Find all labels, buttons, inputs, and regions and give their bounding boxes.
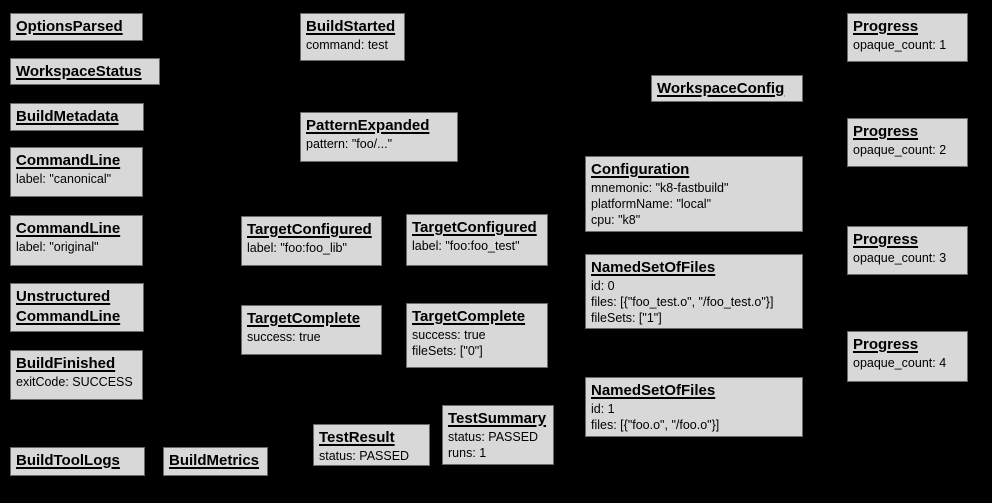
box-title: PatternExpanded xyxy=(306,117,430,134)
event-box-workspace-config: WorkspaceConfig xyxy=(651,75,803,102)
box-title: Progress xyxy=(853,123,919,140)
box-field: label: "original" xyxy=(16,240,99,254)
box-title: BuildMetrics xyxy=(169,452,260,469)
event-box-target-configured-foo-lib: TargetConfigured label: "foo:foo_lib" xyxy=(241,216,382,266)
event-box-progress-1: Progress opaque_count: 1 xyxy=(847,13,968,62)
event-box-workspace-status: WorkspaceStatus xyxy=(10,58,160,85)
box-field: fileSets: ["1"] xyxy=(591,311,662,325)
event-box-build-metrics: BuildMetrics xyxy=(163,447,268,476)
box-title: WorkspaceConfig xyxy=(657,80,785,97)
box-title: BuildToolLogs xyxy=(16,452,120,469)
event-box-options-parsed: OptionsParsed xyxy=(10,13,143,41)
box-field: label: "canonical" xyxy=(16,172,112,186)
box-field: cpu: "k8" xyxy=(591,213,641,227)
box-field: opaque_count: 1 xyxy=(853,38,947,52)
event-box-build-metadata: BuildMetadata xyxy=(10,103,144,131)
box-title: TargetConfigured xyxy=(412,219,537,236)
event-box-progress-2: Progress opaque_count: 2 xyxy=(847,118,968,167)
box-field: command: test xyxy=(306,38,388,52)
box-title: Progress xyxy=(853,336,919,353)
event-box-build-started: BuildStarted command: test xyxy=(300,13,405,61)
box-field: platformName: "local" xyxy=(591,197,712,211)
box-field: id: 1 xyxy=(591,402,615,416)
box-title: TargetComplete xyxy=(412,308,526,325)
box-field: files: [{"foo.o", "/foo.o"}] xyxy=(591,418,720,432)
event-box-progress-3: Progress opaque_count: 3 xyxy=(847,226,968,275)
box-title: TargetComplete xyxy=(247,310,361,327)
event-box-target-configured-foo-test: TargetConfigured label: "foo:foo_test" xyxy=(406,214,548,266)
box-field: opaque_count: 4 xyxy=(853,356,947,370)
box-field: mnemonic: "k8-fastbuild" xyxy=(591,181,729,195)
box-title: CommandLine xyxy=(16,220,121,237)
box-field: opaque_count: 2 xyxy=(853,143,947,157)
event-box-progress-4: Progress opaque_count: 4 xyxy=(847,331,968,382)
box-field: status: PASSED xyxy=(448,430,539,444)
box-title: NamedSetOfFiles xyxy=(591,259,716,276)
event-box-target-complete-foo-lib: TargetComplete success: true xyxy=(241,305,382,355)
box-field: label: "foo:foo_lib" xyxy=(247,241,347,255)
event-box-command-line-canonical: CommandLine label: "canonical" xyxy=(10,147,143,197)
box-title: Progress xyxy=(853,18,919,35)
box-title: BuildFinished xyxy=(16,355,116,372)
event-box-target-complete-foo-test: TargetComplete success: true fileSets: [… xyxy=(406,303,548,368)
event-box-named-set-of-files-0: NamedSetOfFiles id: 0 files: [{"foo_test… xyxy=(585,254,803,329)
box-title: BuildMetadata xyxy=(16,108,119,125)
box-title: TargetConfigured xyxy=(247,221,372,238)
box-title: TestSummary xyxy=(448,410,547,427)
box-field: fileSets: ["0"] xyxy=(412,344,483,358)
box-field: success: true xyxy=(412,328,486,342)
event-box-pattern-expanded: PatternExpanded pattern: "foo/..." xyxy=(300,112,458,162)
box-field: status: PASSED xyxy=(319,449,410,463)
box-title: CommandLine xyxy=(16,152,121,169)
box-field: pattern: "foo/..." xyxy=(306,137,393,151)
box-field: label: "foo:foo_test" xyxy=(412,239,520,253)
box-field: id: 0 xyxy=(591,279,615,293)
box-title: Configuration xyxy=(591,161,690,178)
box-title: CommandLine xyxy=(16,308,121,325)
event-box-build-tool-logs: BuildToolLogs xyxy=(10,447,145,476)
event-box-configuration: Configuration mnemonic: "k8-fastbuild" p… xyxy=(585,156,803,232)
event-box-unstructured-command-line: Unstructured CommandLine xyxy=(10,283,144,332)
box-title: Progress xyxy=(853,231,919,248)
box-title: OptionsParsed xyxy=(16,18,123,35)
box-field: files: [{"foo_test.o", "/foo_test.o"}] xyxy=(591,295,774,309)
event-box-build-finished: BuildFinished exitCode: SUCCESS xyxy=(10,350,143,400)
box-field: runs: 1 xyxy=(448,446,487,460)
event-box-named-set-of-files-1: NamedSetOfFiles id: 1 files: [{"foo.o", … xyxy=(585,377,803,437)
box-title: WorkspaceStatus xyxy=(16,63,142,80)
box-title: NamedSetOfFiles xyxy=(591,382,716,399)
box-field: exitCode: SUCCESS xyxy=(16,375,133,389)
box-title: Unstructured xyxy=(16,288,111,305)
box-title: TestResult xyxy=(319,429,395,446)
event-box-test-summary: TestSummary status: PASSED runs: 1 xyxy=(442,405,554,465)
box-field: success: true xyxy=(247,330,321,344)
event-box-command-line-original: CommandLine label: "original" xyxy=(10,215,143,266)
box-field: opaque_count: 3 xyxy=(853,251,947,265)
event-box-test-result: TestResult status: PASSED xyxy=(313,424,430,466)
box-title: BuildStarted xyxy=(306,18,396,35)
